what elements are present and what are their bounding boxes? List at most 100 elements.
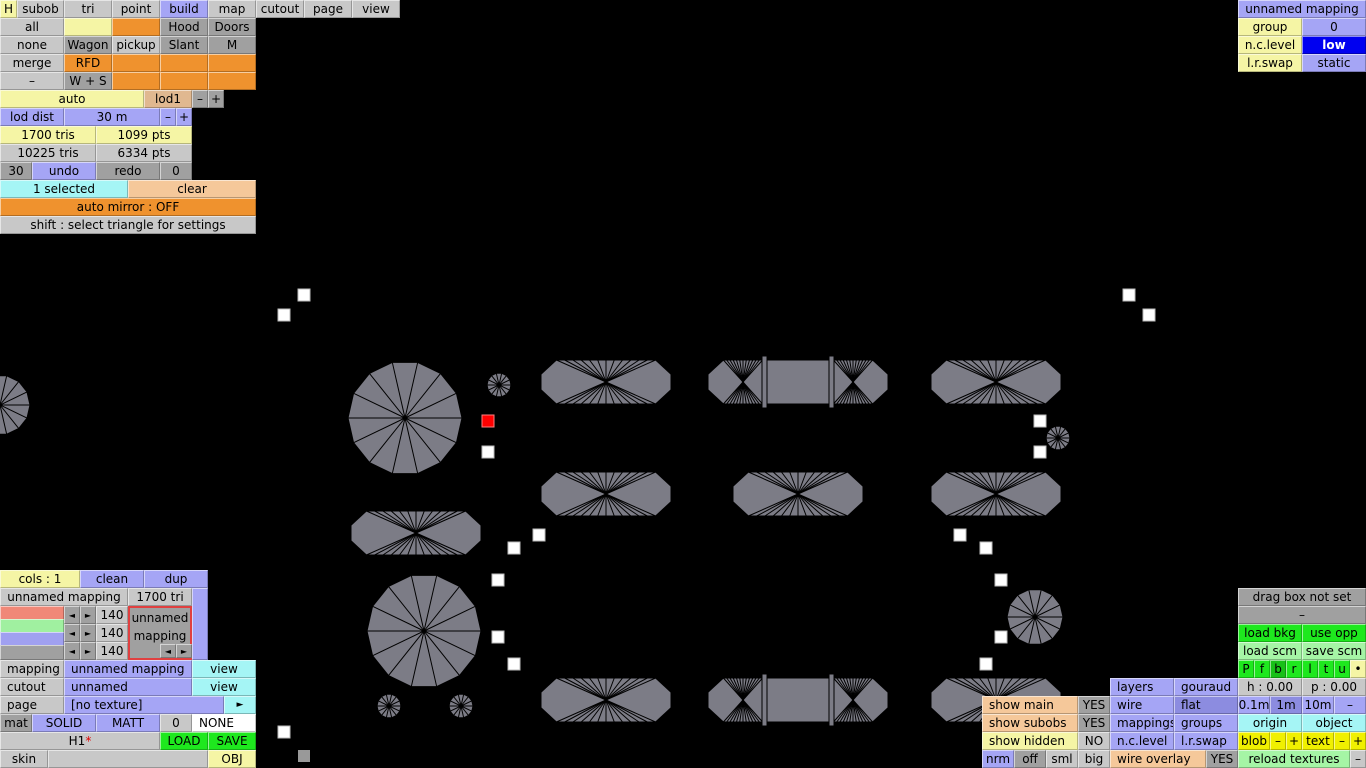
build-slot[interactable] (112, 18, 160, 36)
view-r[interactable]: r (1286, 660, 1302, 678)
clean-button[interactable]: clean (80, 570, 144, 588)
build-slot[interactable] (208, 54, 256, 72)
build-rfd[interactable]: RFD (64, 54, 112, 72)
mapping-scrollbar[interactable] (192, 588, 208, 660)
build-slot[interactable] (208, 72, 256, 90)
step-dash[interactable]: – (1334, 696, 1366, 714)
menu-cutout[interactable]: cutout (256, 0, 304, 18)
view-l[interactable]: l (1302, 660, 1318, 678)
build-hood[interactable]: Hood (160, 18, 208, 36)
build-pickup[interactable]: pickup (112, 36, 160, 54)
build-m[interactable]: M (208, 36, 256, 54)
build-slot[interactable] (112, 54, 160, 72)
gouraud-button[interactable]: gouraud (1174, 678, 1238, 696)
auto-mirror-toggle[interactable]: auto mirror : OFF (0, 198, 256, 216)
mat-zero[interactable]: 0 (160, 714, 192, 732)
lod-minus[interactable]: – (192, 90, 208, 108)
wire-button[interactable]: wire (1110, 696, 1174, 714)
obj-button[interactable]: OBJ (208, 750, 256, 768)
view-dot[interactable]: • (1350, 660, 1366, 678)
load-scm-button[interactable]: load scm (1238, 642, 1302, 660)
skin-field[interactable] (48, 750, 208, 768)
blob-plus[interactable]: + (1286, 732, 1302, 750)
cutout-select[interactable]: unnamed (64, 678, 192, 696)
show-main-toggle[interactable]: YES (1078, 696, 1110, 714)
step-10m[interactable]: 10m (1302, 696, 1334, 714)
undo-button[interactable]: undo (32, 162, 96, 180)
mapping-select[interactable]: unnamed mapping (64, 660, 192, 678)
reload-dash[interactable]: – (1350, 750, 1366, 768)
origin-button[interactable]: origin (1238, 714, 1302, 732)
lod-level[interactable]: lod1 (144, 90, 192, 108)
select-all-button[interactable]: all (0, 18, 64, 36)
cutout-view-button[interactable]: view (192, 678, 256, 696)
build-slot[interactable] (160, 72, 208, 90)
lr-swap-value[interactable]: static (1302, 54, 1366, 72)
minus-button[interactable]: – (0, 72, 64, 90)
green-right-arrow[interactable]: ► (80, 624, 96, 642)
lr-swap-button[interactable]: l.r.swap (1174, 732, 1238, 750)
lod-plus[interactable]: + (208, 90, 224, 108)
build-slot[interactable] (112, 72, 160, 90)
solid-button[interactable]: SOLID (32, 714, 96, 732)
menu-tri[interactable]: tri (64, 0, 112, 18)
menu-map[interactable]: map (208, 0, 256, 18)
view-b[interactable]: b (1270, 660, 1286, 678)
lod-auto-button[interactable]: auto (0, 90, 144, 108)
page-next-button[interactable]: ► (224, 696, 256, 714)
view-f[interactable]: f (1254, 660, 1270, 678)
red-left-arrow[interactable]: ◄ (64, 606, 80, 624)
show-subobs-label[interactable]: show subobs (982, 714, 1078, 732)
big-button[interactable]: big (1078, 750, 1110, 768)
mapping-title[interactable]: unnamed mapping (1238, 0, 1366, 18)
text-plus[interactable]: + (1350, 732, 1366, 750)
clear-selection-button[interactable]: clear (128, 180, 256, 198)
build-ws[interactable]: W + S (64, 72, 112, 90)
wire-overlay-toggle[interactable]: YES (1206, 750, 1238, 768)
menu-build[interactable]: build (160, 0, 208, 18)
menu-view[interactable]: view (352, 0, 400, 18)
red-right-arrow[interactable]: ► (80, 606, 96, 624)
show-subobs-toggle[interactable]: YES (1078, 714, 1110, 732)
merge-button[interactable]: merge (0, 54, 64, 72)
flat-button[interactable]: flat (1174, 696, 1238, 714)
blue-left-arrow[interactable]: ◄ (64, 642, 80, 660)
mapping-name[interactable]: unnamed mapping (0, 588, 128, 606)
view-u[interactable]: u (1334, 660, 1350, 678)
save-button[interactable]: SAVE (208, 732, 256, 750)
menu-h[interactable]: H (0, 0, 17, 18)
menu-subob[interactable]: subob (17, 0, 64, 18)
build-slot[interactable] (64, 18, 112, 36)
blob-minus[interactable]: – (1270, 732, 1286, 750)
use-opp-button[interactable]: use opp (1302, 624, 1366, 642)
preview-right-arrow[interactable]: ► (176, 644, 192, 658)
green-left-arrow[interactable]: ◄ (64, 624, 80, 642)
build-wagon[interactable]: Wagon (64, 36, 112, 54)
show-hidden-label[interactable]: show hidden (982, 732, 1078, 750)
dup-button[interactable]: dup (144, 570, 208, 588)
redo-button[interactable]: redo (96, 162, 160, 180)
build-slant[interactable]: Slant (160, 36, 208, 54)
alpha-slider[interactable] (0, 645, 64, 660)
drag-box-dash[interactable]: – (1238, 606, 1366, 624)
sml-button[interactable]: sml (1046, 750, 1078, 768)
load-button[interactable]: LOAD (160, 732, 208, 750)
show-hidden-toggle[interactable]: NO (1078, 732, 1110, 750)
nc-level-button[interactable]: n.c.level (1110, 732, 1174, 750)
menu-page[interactable]: page (304, 0, 352, 18)
save-scm-button[interactable]: save scm (1302, 642, 1366, 660)
build-slot[interactable] (160, 54, 208, 72)
nrm-button[interactable]: nrm (982, 750, 1014, 768)
view-p[interactable]: P (1238, 660, 1254, 678)
matt-button[interactable]: MATT (96, 714, 160, 732)
nc-level-value[interactable]: low (1302, 36, 1366, 54)
page-select[interactable]: [no texture] (64, 696, 224, 714)
text-minus[interactable]: – (1334, 732, 1350, 750)
lod-dist-plus[interactable]: + (176, 108, 192, 126)
mapping-view-button[interactable]: view (192, 660, 256, 678)
mat-none[interactable]: NONE (192, 714, 256, 732)
blue-right-arrow[interactable]: ► (80, 642, 96, 660)
mappings-button[interactable]: mappings (1110, 714, 1174, 732)
groups-button[interactable]: groups (1174, 714, 1238, 732)
